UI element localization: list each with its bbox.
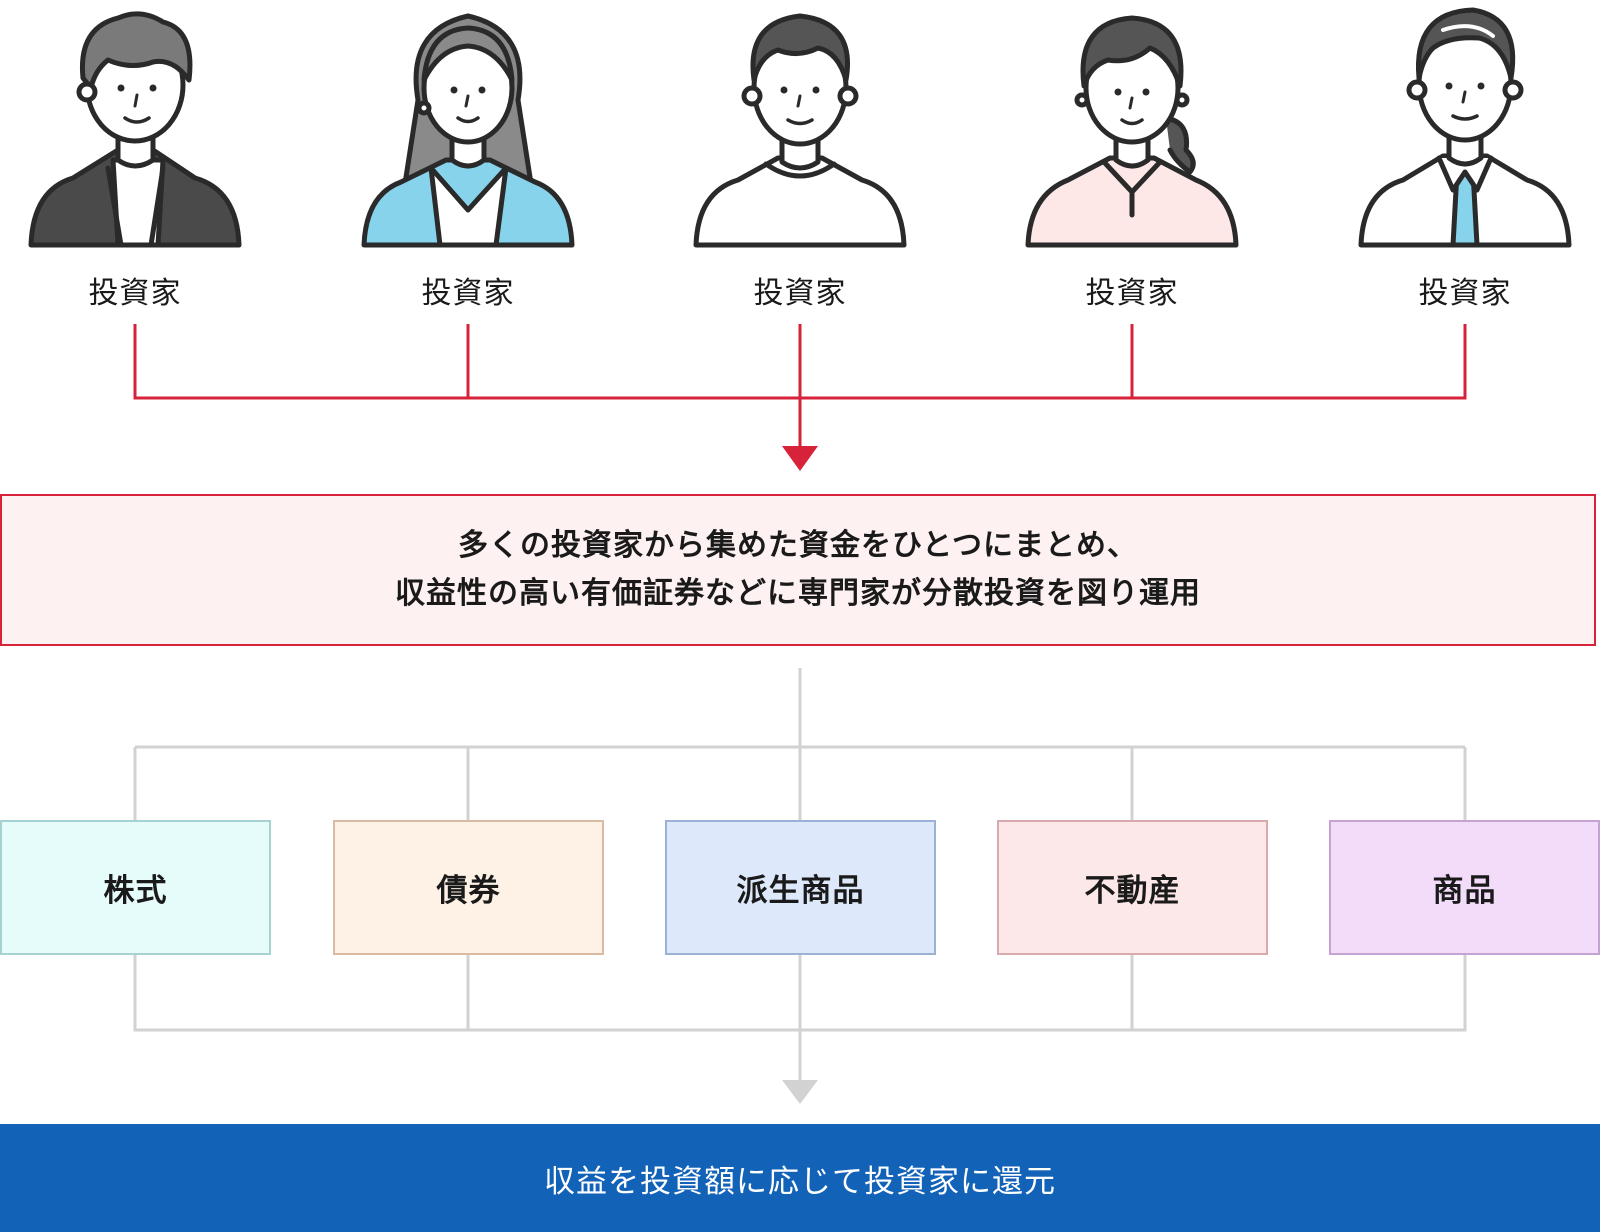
asset-box-stocks: 株式 bbox=[0, 820, 271, 955]
fund-description-line-1: 多くの投資家から集めた資金をひとつにまとめ、 bbox=[458, 528, 1138, 563]
asset-box-derivatives: 派生商品 bbox=[665, 820, 936, 955]
return-label: 収益を投資額に応じて投資家に還元 bbox=[544, 1163, 1056, 1200]
asset-distribution-connector bbox=[133, 668, 1467, 820]
investor-label: 投資家 bbox=[1418, 276, 1512, 311]
investor-connector bbox=[133, 324, 1467, 448]
down-arrow-icon bbox=[782, 446, 818, 471]
investor-label: 投資家 bbox=[753, 276, 847, 311]
investor-5: 投資家 bbox=[1345, 0, 1585, 320]
investor-white-shirt-icon bbox=[693, 13, 907, 248]
investor-shirt-tie-icon bbox=[1358, 7, 1572, 248]
investor-label: 投資家 bbox=[421, 276, 515, 311]
investor-4: 投資家 bbox=[1012, 0, 1252, 320]
investor-label: 投資家 bbox=[1085, 276, 1179, 311]
return-to-investors-bar: 収益を投資額に応じて投資家に還元 bbox=[0, 1124, 1600, 1232]
down-arrow-icon bbox=[782, 1080, 818, 1104]
fund-description-box: 多くの投資家から集めた資金をひとつにまとめ、 収益性の高い有価証券などに専門家が… bbox=[0, 494, 1596, 646]
investor-2: 投資家 bbox=[348, 0, 588, 320]
asset-box-commodities: 商品 bbox=[1329, 820, 1600, 955]
investor-dark-jacket-icon bbox=[28, 11, 242, 248]
investor-1: 投資家 bbox=[15, 0, 255, 320]
fund-description-line-2: 収益性の高い有価証券などに専門家が分散投資を図り運用 bbox=[395, 576, 1201, 611]
investor-3: 投資家 bbox=[680, 0, 920, 320]
asset-box-bonds: 債券 bbox=[333, 820, 604, 955]
asset-box-real-estate: 不動産 bbox=[997, 820, 1268, 955]
investor-pink-blouse-icon bbox=[1025, 15, 1239, 248]
investor-blue-jacket-icon bbox=[361, 13, 575, 248]
investor-label: 投資家 bbox=[88, 276, 182, 311]
asset-collection-connector bbox=[133, 955, 1467, 1082]
